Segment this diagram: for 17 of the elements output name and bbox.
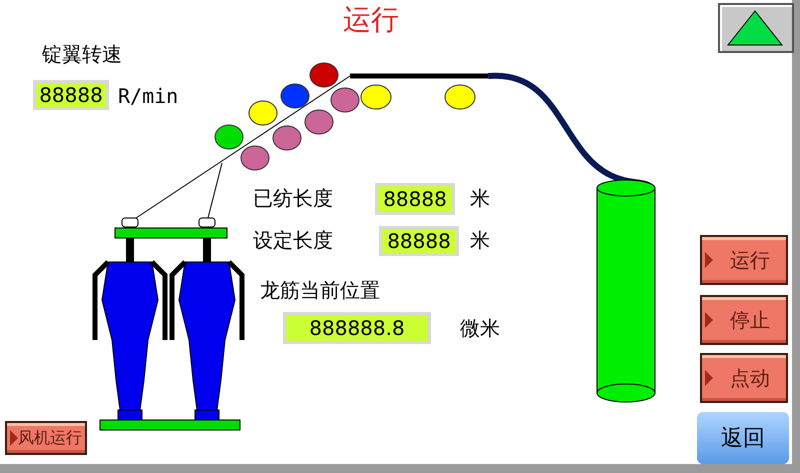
back-button: 返回 bbox=[697, 412, 789, 464]
label: 龙筋当前位置 bbox=[260, 280, 380, 300]
value-display: 88888 bbox=[375, 183, 455, 215]
unit-label: 米 bbox=[470, 188, 490, 208]
unit-label: R/min bbox=[118, 86, 178, 106]
title: 运行 bbox=[343, 6, 399, 34]
value-display: 88888 bbox=[33, 80, 109, 110]
control-button: 停止 bbox=[700, 295, 788, 345]
control-button: 风机运行 bbox=[5, 421, 87, 455]
label: 已纺长度 bbox=[253, 188, 333, 208]
value-display: 888888.8 bbox=[283, 312, 431, 344]
control-button: 运行 bbox=[700, 235, 788, 285]
value-display: 88888 bbox=[379, 226, 459, 256]
unit-label: 米 bbox=[470, 230, 490, 250]
control-button: 点动 bbox=[700, 353, 788, 403]
unit-label: 微米 bbox=[460, 318, 500, 338]
label: 设定长度 bbox=[253, 230, 333, 250]
